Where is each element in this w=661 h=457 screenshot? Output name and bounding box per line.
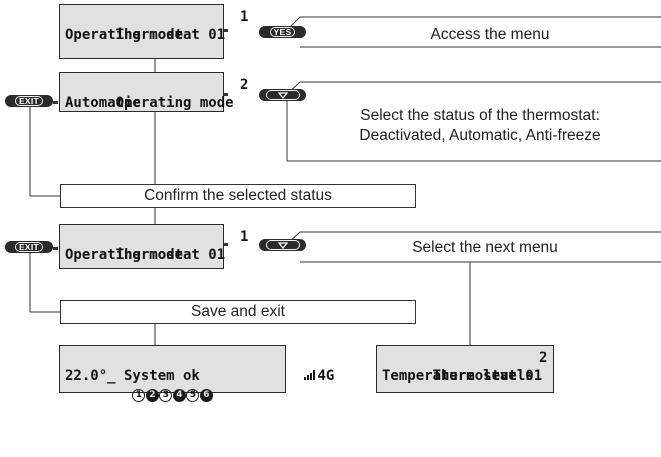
screen-line-2: Automatic [65, 95, 141, 111]
screen-line-1: Thermostat 01 [115, 27, 226, 43]
menu-flow-diagram: Thermostat 01 1 Operating mode YES Acces… [5, 4, 661, 402]
screen-thermostat-01-return: Thermostat 01 1 Operating mode [59, 224, 248, 269]
screen-number: 1 [240, 9, 249, 25]
screen-line-1: Operating mode [115, 95, 234, 111]
screen-line-1: Thermostat 01 [115, 247, 226, 263]
screen-number: 1 [240, 229, 249, 245]
zone-4-indicator: 4 [172, 389, 186, 402]
zone-1-indicator: 1 [132, 389, 146, 402]
zone-2-indicator: 2 [145, 389, 159, 402]
zone-6-indicator: 6 [199, 389, 213, 402]
screen-line-2: Operating mode [65, 27, 184, 43]
zone-3-indicator: 3 [159, 389, 173, 402]
exit-button[interactable]: EXIT [5, 241, 53, 253]
exit-button-label: EXIT [14, 242, 44, 252]
save-exit-box: Save and exit [60, 300, 416, 324]
screen-line-1: Thermostat 01 [432, 368, 543, 384]
screen-operating-mode: Operating mode 2 Automatic [59, 72, 248, 112]
triangle-down-icon [277, 241, 288, 249]
yes-button-label: YES [269, 27, 296, 37]
exit-button-label: EXIT [14, 96, 44, 106]
triangle-down-icon [277, 91, 288, 99]
screen-temperature-levels: Thermostat 01 2 Temperature levels [376, 345, 554, 393]
screen-number: 2 [539, 350, 548, 366]
select-status-label-line-2: Deactivated, Automatic, Anti-freeze [359, 127, 601, 144]
confirm-status-box: Confirm the selected status [60, 184, 416, 208]
signal-bars-icon [304, 370, 316, 380]
down-button[interactable] [259, 89, 306, 101]
screen-line-2: Temperature levels [382, 368, 534, 384]
screen-thermostat-01: Thermostat 01 1 Operating mode [59, 4, 248, 59]
select-next-menu-label: Select the next menu [412, 239, 558, 256]
signal-label: 4G [317, 368, 335, 384]
screen-number: 2 [240, 77, 249, 93]
screen-line-2: Operating mode [65, 247, 184, 263]
yes-button[interactable]: YES [259, 26, 306, 38]
access-menu-label: Access the menu [430, 26, 550, 43]
zone-5-indicator: 5 [186, 389, 200, 402]
select-status-label-line-1: Select the status of the thermostat: [360, 107, 600, 124]
exit-button[interactable]: EXIT [5, 95, 53, 107]
down-button[interactable] [259, 239, 306, 251]
status-line: 22.0°_ System ok [65, 368, 200, 384]
